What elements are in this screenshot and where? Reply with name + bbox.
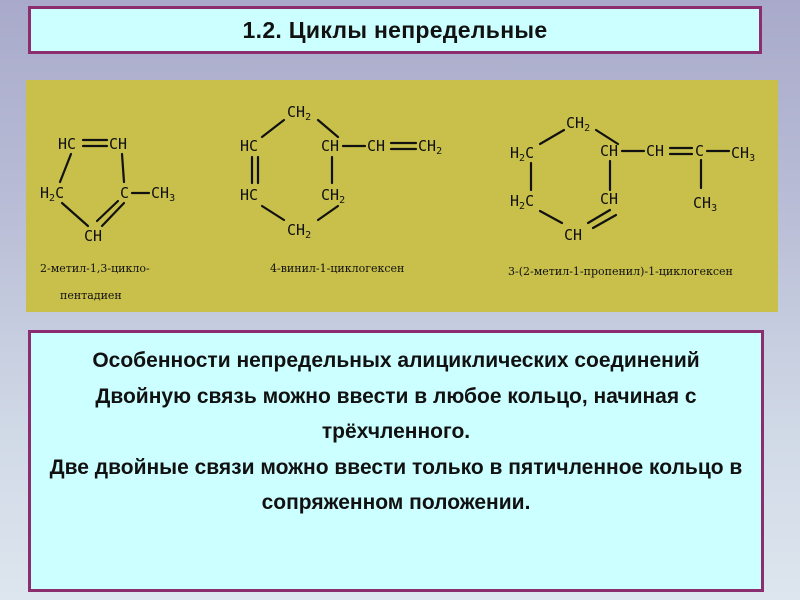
features-box: Особенности непредельных алициклических … bbox=[28, 330, 764, 592]
atom-ch-top: CH bbox=[109, 135, 127, 153]
slide-title: 1.2. Циклы непредельные bbox=[242, 16, 548, 43]
atom-ch-right: CH bbox=[600, 190, 618, 208]
double-bond-bottom-a bbox=[100, 201, 126, 228]
bond-bottom-right bbox=[316, 204, 340, 222]
atom-ch-bottom: CH bbox=[564, 226, 582, 244]
structures-svg: HC CH H2C C CH3 CH 2-метил-1,3-цикло- пе… bbox=[40, 103, 755, 302]
structures-figure: HC CH H2C C CH3 CH 2-метил-1,3-цикло- пе… bbox=[26, 80, 778, 312]
atom-ch3-chain: CH3 bbox=[731, 144, 755, 164]
bond-top-right bbox=[594, 128, 620, 146]
double-bond-bottom-b bbox=[591, 213, 618, 230]
bond-top-left bbox=[538, 128, 566, 146]
structure-cyclopentadiene: HC CH H2C C CH3 CH 2-метил-1,3-цикло- пе… bbox=[40, 135, 175, 302]
structure-vinylcyclohexene: CH2 HC CH CH CH2 HC CH2 CH2 4-винил-1-ци… bbox=[240, 103, 442, 275]
atom-h2c-left2: H2C bbox=[510, 192, 534, 212]
atom-ch3: CH3 bbox=[151, 184, 175, 204]
atom-c-right: C bbox=[120, 184, 129, 202]
atom-vinyl-ch: CH bbox=[367, 137, 385, 155]
bond-top-right bbox=[316, 118, 340, 139]
bond-bottom-left bbox=[538, 209, 564, 225]
atom-hc-left: HC bbox=[240, 137, 258, 155]
atom-ch2-top: CH2 bbox=[287, 103, 311, 123]
atom-ch2-right: CH2 bbox=[321, 186, 345, 206]
bond-left-lower bbox=[60, 201, 90, 228]
bond-top-left bbox=[260, 118, 286, 139]
title-box: 1.2. Циклы непредельные bbox=[28, 6, 762, 54]
caption-cyclopentadiene-1: 2-метил-1,3-цикло- bbox=[40, 262, 150, 275]
atom-c-chain: C bbox=[695, 142, 704, 160]
atom-ch-mid: CH bbox=[600, 142, 618, 160]
atom-ch-mid: CH bbox=[321, 137, 339, 155]
structure-methylpropenylcyclohexene: CH2 H2C CH CH C CH3 CH3 H2C CH CH 3-(2-м… bbox=[508, 114, 755, 278]
atom-ch-chain: CH bbox=[646, 142, 664, 160]
bond-bottom-left bbox=[260, 204, 286, 222]
bond-left-upper bbox=[58, 152, 73, 184]
atom-hc-left2: HC bbox=[240, 186, 258, 204]
caption-methylpropenylcyclohexene: 3-(2-метил-1-пропенил)-1-циклогексен bbox=[508, 265, 733, 278]
double-bond-bottom-a bbox=[586, 208, 612, 225]
double-bond-bottom-b bbox=[95, 199, 120, 223]
atom-ch-bottom: CH bbox=[84, 227, 102, 245]
features-line-2: Две двойные связи можно ввести только в … bbox=[49, 455, 743, 515]
features-heading: Особенности непредельных алициклических … bbox=[92, 349, 700, 372]
atom-ch3-down: CH3 bbox=[693, 194, 717, 214]
features-line-1: Двойную связь можно ввести в любое кольц… bbox=[95, 384, 697, 444]
atom-ch2-top: CH2 bbox=[566, 114, 590, 134]
bond-right-upper bbox=[120, 152, 126, 184]
atom-ch2-bottom: CH2 bbox=[287, 221, 311, 241]
caption-cyclopentadiene-2: пентадиен bbox=[60, 289, 122, 302]
atom-hc-top: HC bbox=[58, 135, 76, 153]
atom-h2c-left: H2C bbox=[510, 144, 534, 164]
caption-vinylcyclohexene: 4-винил-1-циклогексен bbox=[270, 262, 404, 275]
atom-h2c-left: H2C bbox=[40, 184, 64, 204]
atom-vinyl-ch2: CH2 bbox=[418, 137, 442, 157]
